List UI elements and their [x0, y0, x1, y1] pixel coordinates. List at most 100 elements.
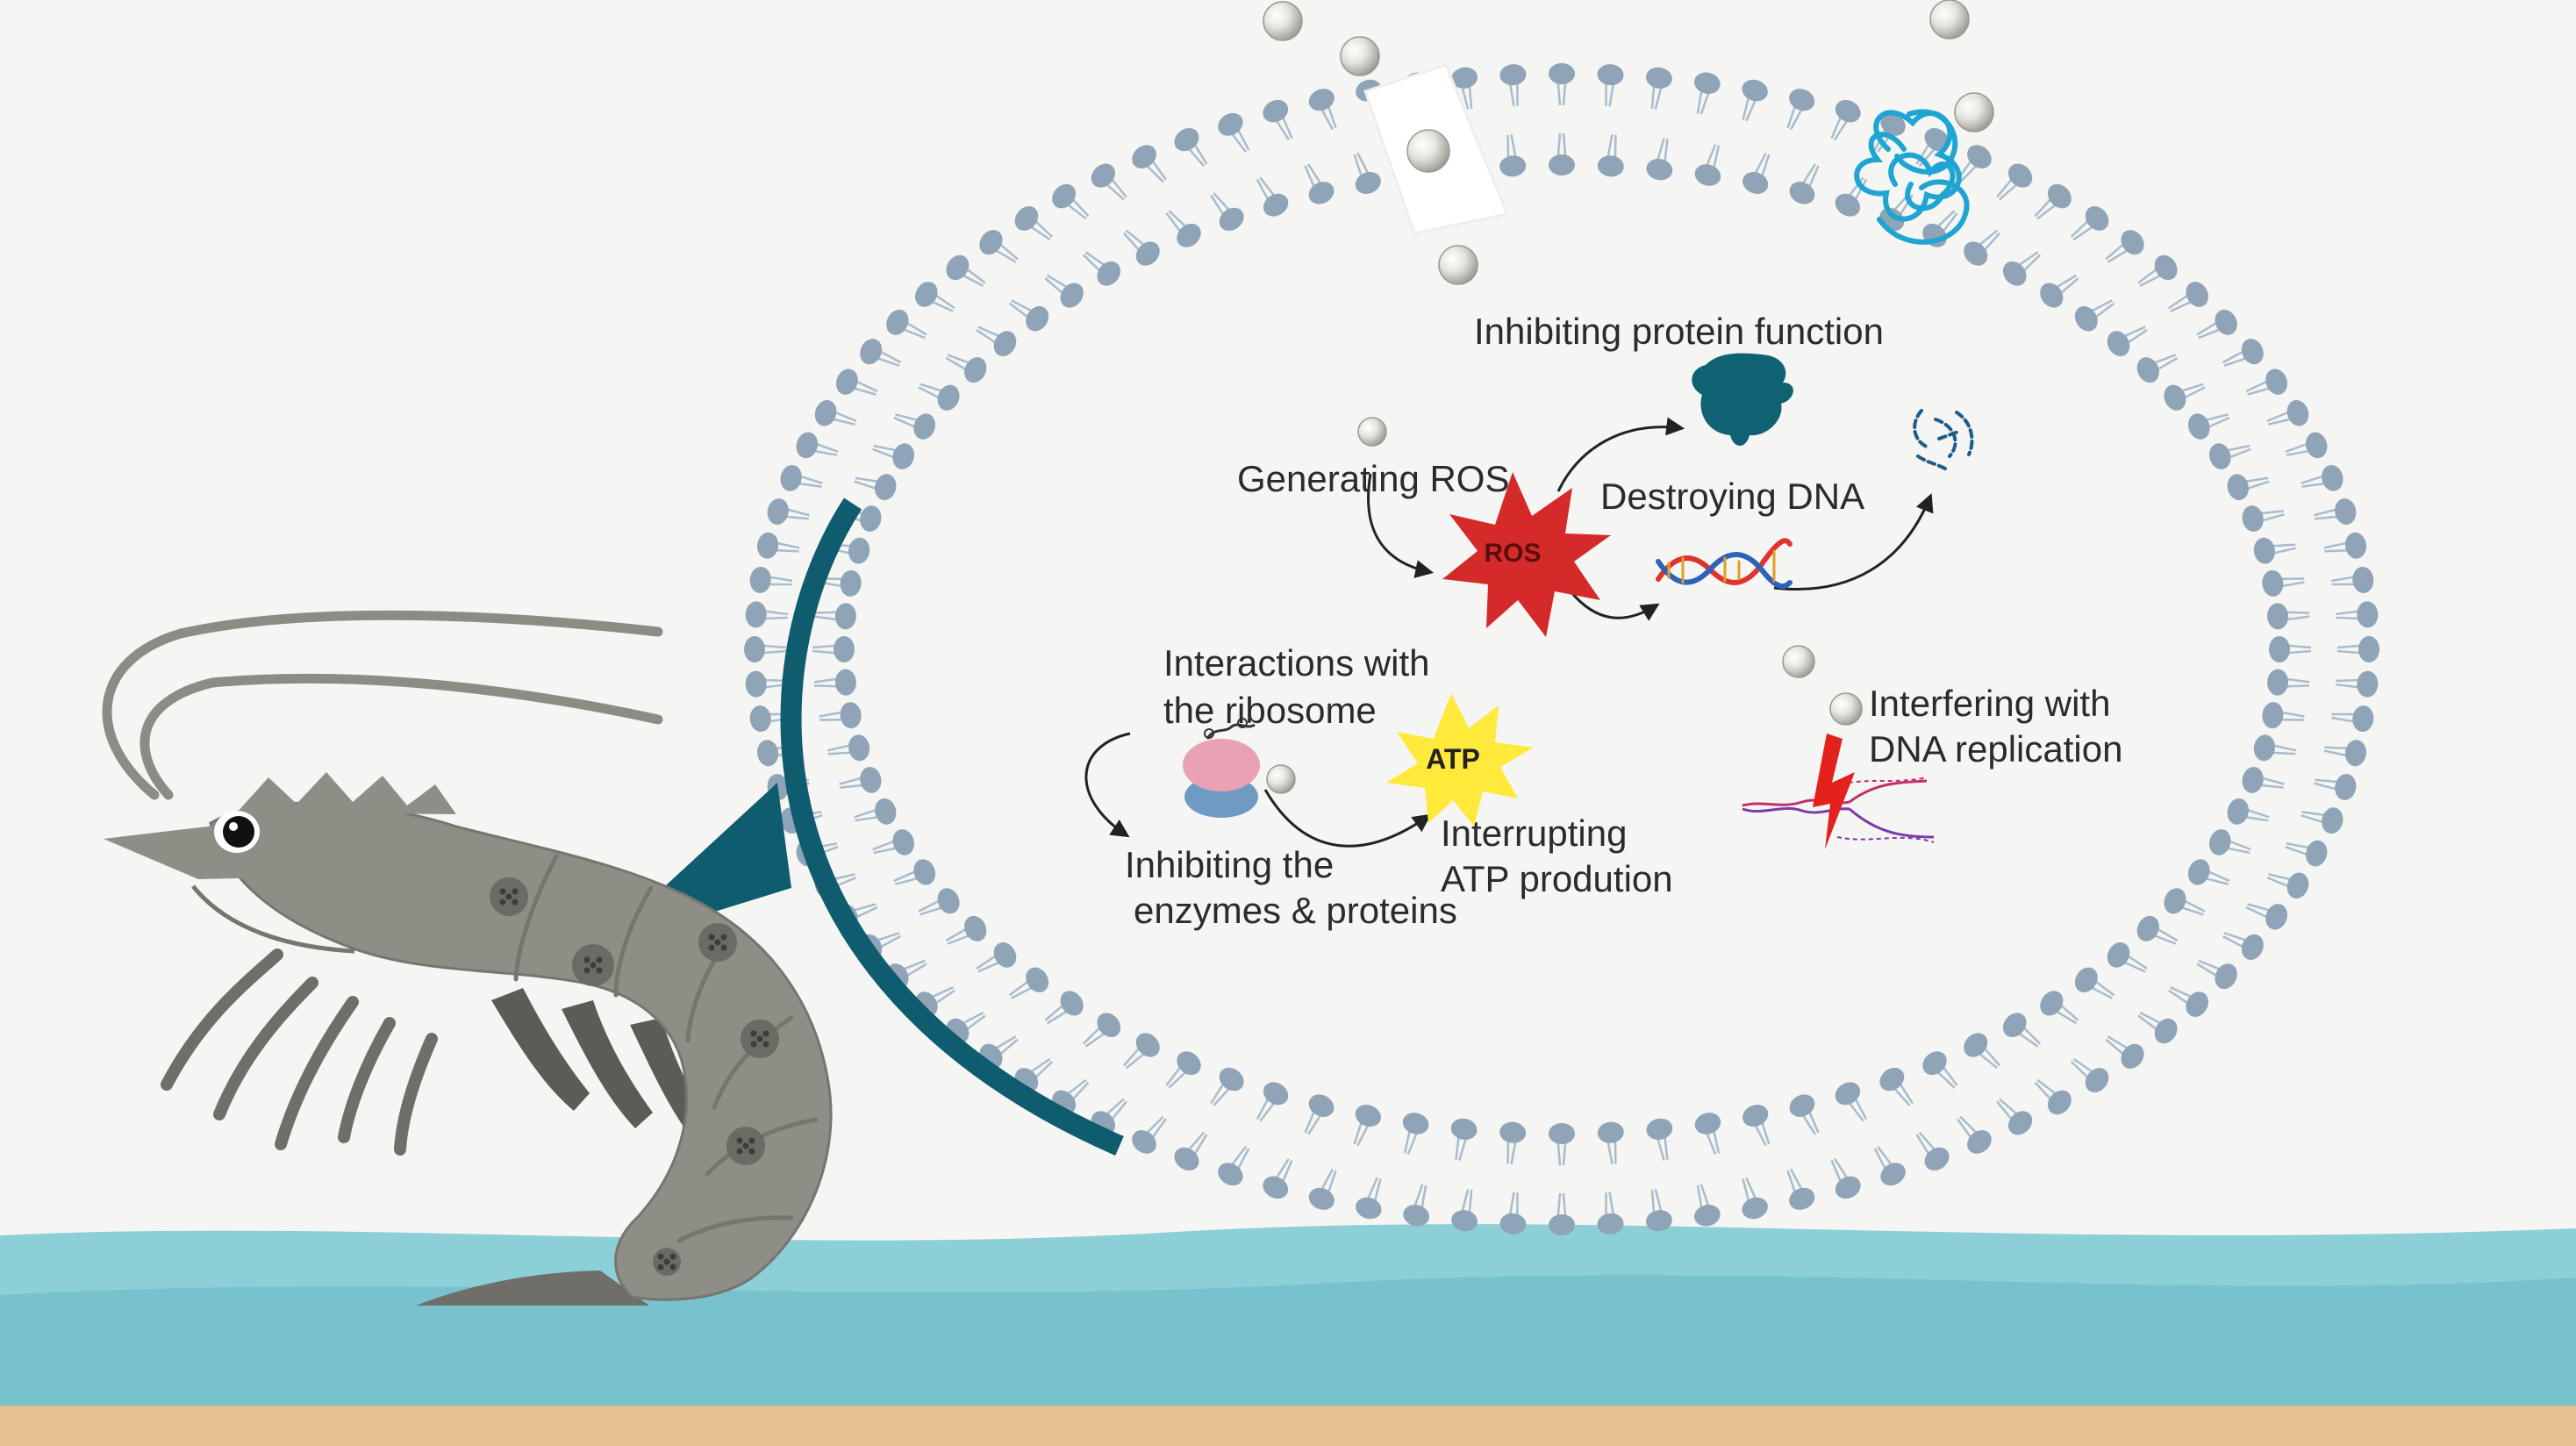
outer-lipid-head: [2265, 904, 2288, 930]
atp-starburst: [1386, 693, 1534, 827]
outer-lipid-head: [1835, 99, 1861, 123]
outer-lipid-head: [2154, 254, 2178, 281]
shrimp-spot-dot: [736, 1137, 743, 1144]
shrimp-spot-dot: [663, 1258, 670, 1265]
inner-lipid-head: [1499, 155, 1527, 177]
outer-lipid-head: [1263, 1176, 1289, 1199]
outer-lipid-head: [1014, 206, 1039, 231]
atp-badge: ATP: [1386, 693, 1534, 827]
inner-lipid-head: [993, 331, 1017, 357]
outer-lipid-head: [2335, 498, 2357, 525]
outer-lipid-head: [2215, 309, 2237, 335]
outer-lipid-head: [1052, 183, 1077, 209]
ros-label: ROS: [1484, 539, 1541, 568]
arrow-dna-to-fragments: [1773, 493, 1934, 591]
lightning-icon: [1813, 734, 1855, 849]
inner-lipid-head: [2253, 537, 2275, 564]
shrimp-spot-dot: [742, 1142, 749, 1149]
sand: [0, 1406, 2576, 1446]
outer-lipid-head: [1789, 89, 1815, 111]
inner-lipid-head: [964, 357, 987, 383]
shrimp-spot-dot: [590, 962, 597, 969]
outer-lipid-head: [1174, 128, 1199, 152]
outer-lipid-head: [2085, 1068, 2109, 1092]
outer-lipid-head: [1499, 64, 1527, 86]
inner-lipid-head: [1646, 159, 1673, 181]
outer-lipid-head: [1645, 1210, 1672, 1232]
outer-lipid-head: [1924, 128, 1950, 152]
inner-lipid-head: [2074, 967, 2098, 992]
inner-lipid-head: [1450, 1118, 1478, 1140]
inner-lipid-head: [1026, 306, 1049, 332]
water-dark: [0, 1275, 2576, 1446]
outer-lipid-head: [1645, 67, 1672, 89]
outer-lipid-head: [1308, 89, 1335, 111]
nanoparticle: [1829, 692, 1863, 726]
shrimp-tail-fan: [416, 1271, 649, 1306]
outer-lipid-head: [2305, 432, 2328, 459]
outer-lipid-head: [1132, 145, 1156, 168]
nanoparticle: [1406, 129, 1450, 173]
outer-lipid-head: [2154, 1018, 2178, 1044]
shrimp-spot-dot: [505, 893, 512, 900]
inner-lipid-head: [1219, 1067, 1244, 1092]
outer-lipid-head: [860, 339, 883, 365]
inner-lipid-head: [1097, 1013, 1121, 1038]
shrimp-antennae: [102, 610, 663, 800]
outer-lipid-head: [2357, 601, 2379, 628]
shrimp-spot-dot: [669, 1253, 676, 1260]
inner-lipid-head: [840, 569, 862, 597]
inner-lipid-head: [2136, 915, 2159, 941]
outer-lipid-head: [2322, 464, 2343, 491]
ribosome-mrna: [1206, 723, 1256, 740]
outer-lipid-head: [1789, 1187, 1815, 1210]
outer-lipid-head: [780, 464, 802, 491]
arrow-enzymes-to-atp: [1263, 789, 1432, 848]
mechanism-labels: Inhibiting protein function Generating R…: [1125, 311, 2122, 931]
inner-lipid-head: [860, 505, 882, 532]
inner-lipid-head: [2227, 474, 2249, 500]
outer-lipid-head: [1132, 1130, 1156, 1154]
ground: [0, 1224, 2576, 1446]
inner-lipid-head: [993, 941, 1017, 968]
dna-fragments: [1913, 409, 1974, 472]
outer-lipid-head: [1091, 163, 1116, 188]
shrimp-head-plate: [191, 884, 355, 954]
outer-lipid-head: [2352, 705, 2374, 733]
inner-lipid-head: [875, 474, 897, 500]
outer-lipid-head: [2186, 991, 2208, 1017]
inner-lipid-head: [2002, 1013, 2027, 1038]
label-inhibiting-protein: Inhibiting protein function: [1474, 311, 1884, 352]
inner-lipid-head: [1789, 1094, 1815, 1117]
inner-lipid-head: [1026, 967, 1049, 992]
outer-lipid-head: [1308, 1187, 1335, 1210]
outer-lipid-head: [2186, 282, 2208, 307]
inner-lipid-head: [2002, 261, 2027, 286]
shrimp-spots: [490, 877, 779, 1276]
outer-lipid-head: [2241, 339, 2264, 365]
shrimp-spot-dot: [657, 1263, 664, 1271]
dna-helix: [1656, 538, 1792, 590]
outer-lipid-head: [1499, 1213, 1527, 1235]
inner-lipid-head: [892, 443, 914, 469]
outer-lipid-head: [2007, 163, 2033, 188]
outer-lipid-head: [1742, 1197, 1768, 1220]
shrimp-spot-dot: [748, 1137, 755, 1144]
inner-lipid-head: [1646, 1118, 1673, 1140]
outer-lipid-head: [1218, 112, 1243, 136]
inner-lipid-head: [2227, 798, 2249, 825]
label-replication-line2: DNA replication: [1869, 728, 2122, 770]
inner-lipid-head: [834, 603, 856, 630]
shrimp-spot-dot: [708, 944, 715, 951]
label-ribosome-line1: Interactions with: [1163, 642, 1429, 684]
inner-lipid-head: [848, 734, 870, 762]
inner-lipid-head: [2262, 702, 2284, 729]
inner-lipid-head: [2074, 306, 2098, 332]
arrow-ros-to-protein: [1556, 417, 1685, 492]
outer-lipid-head: [2241, 934, 2264, 960]
inner-lipid-head: [875, 798, 897, 825]
outer-lipid-head: [757, 532, 779, 559]
outer-lipid-head: [946, 254, 970, 281]
inner-lipid-head: [2242, 767, 2264, 793]
